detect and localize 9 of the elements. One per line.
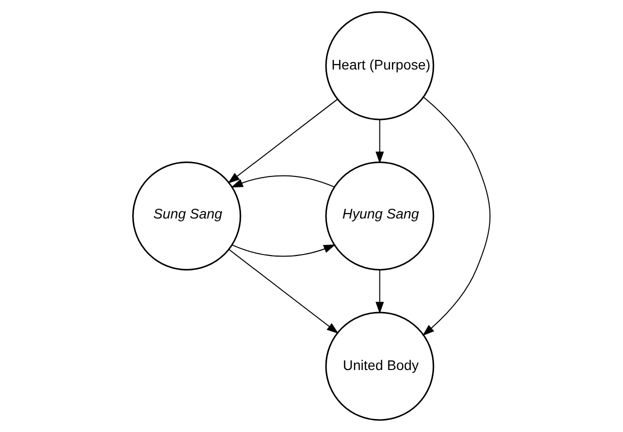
- arrow: [230, 175, 335, 188]
- arrow: [228, 98, 338, 184]
- arrow: [228, 249, 339, 334]
- node-circle: Hyung Sang: [325, 162, 434, 270]
- arrow: [376, 270, 384, 314]
- arrow: [422, 96, 491, 336]
- arrow: [376, 119, 384, 164]
- node-circle: Heart (Purpose): [325, 11, 434, 120]
- arrow: [232, 244, 336, 257]
